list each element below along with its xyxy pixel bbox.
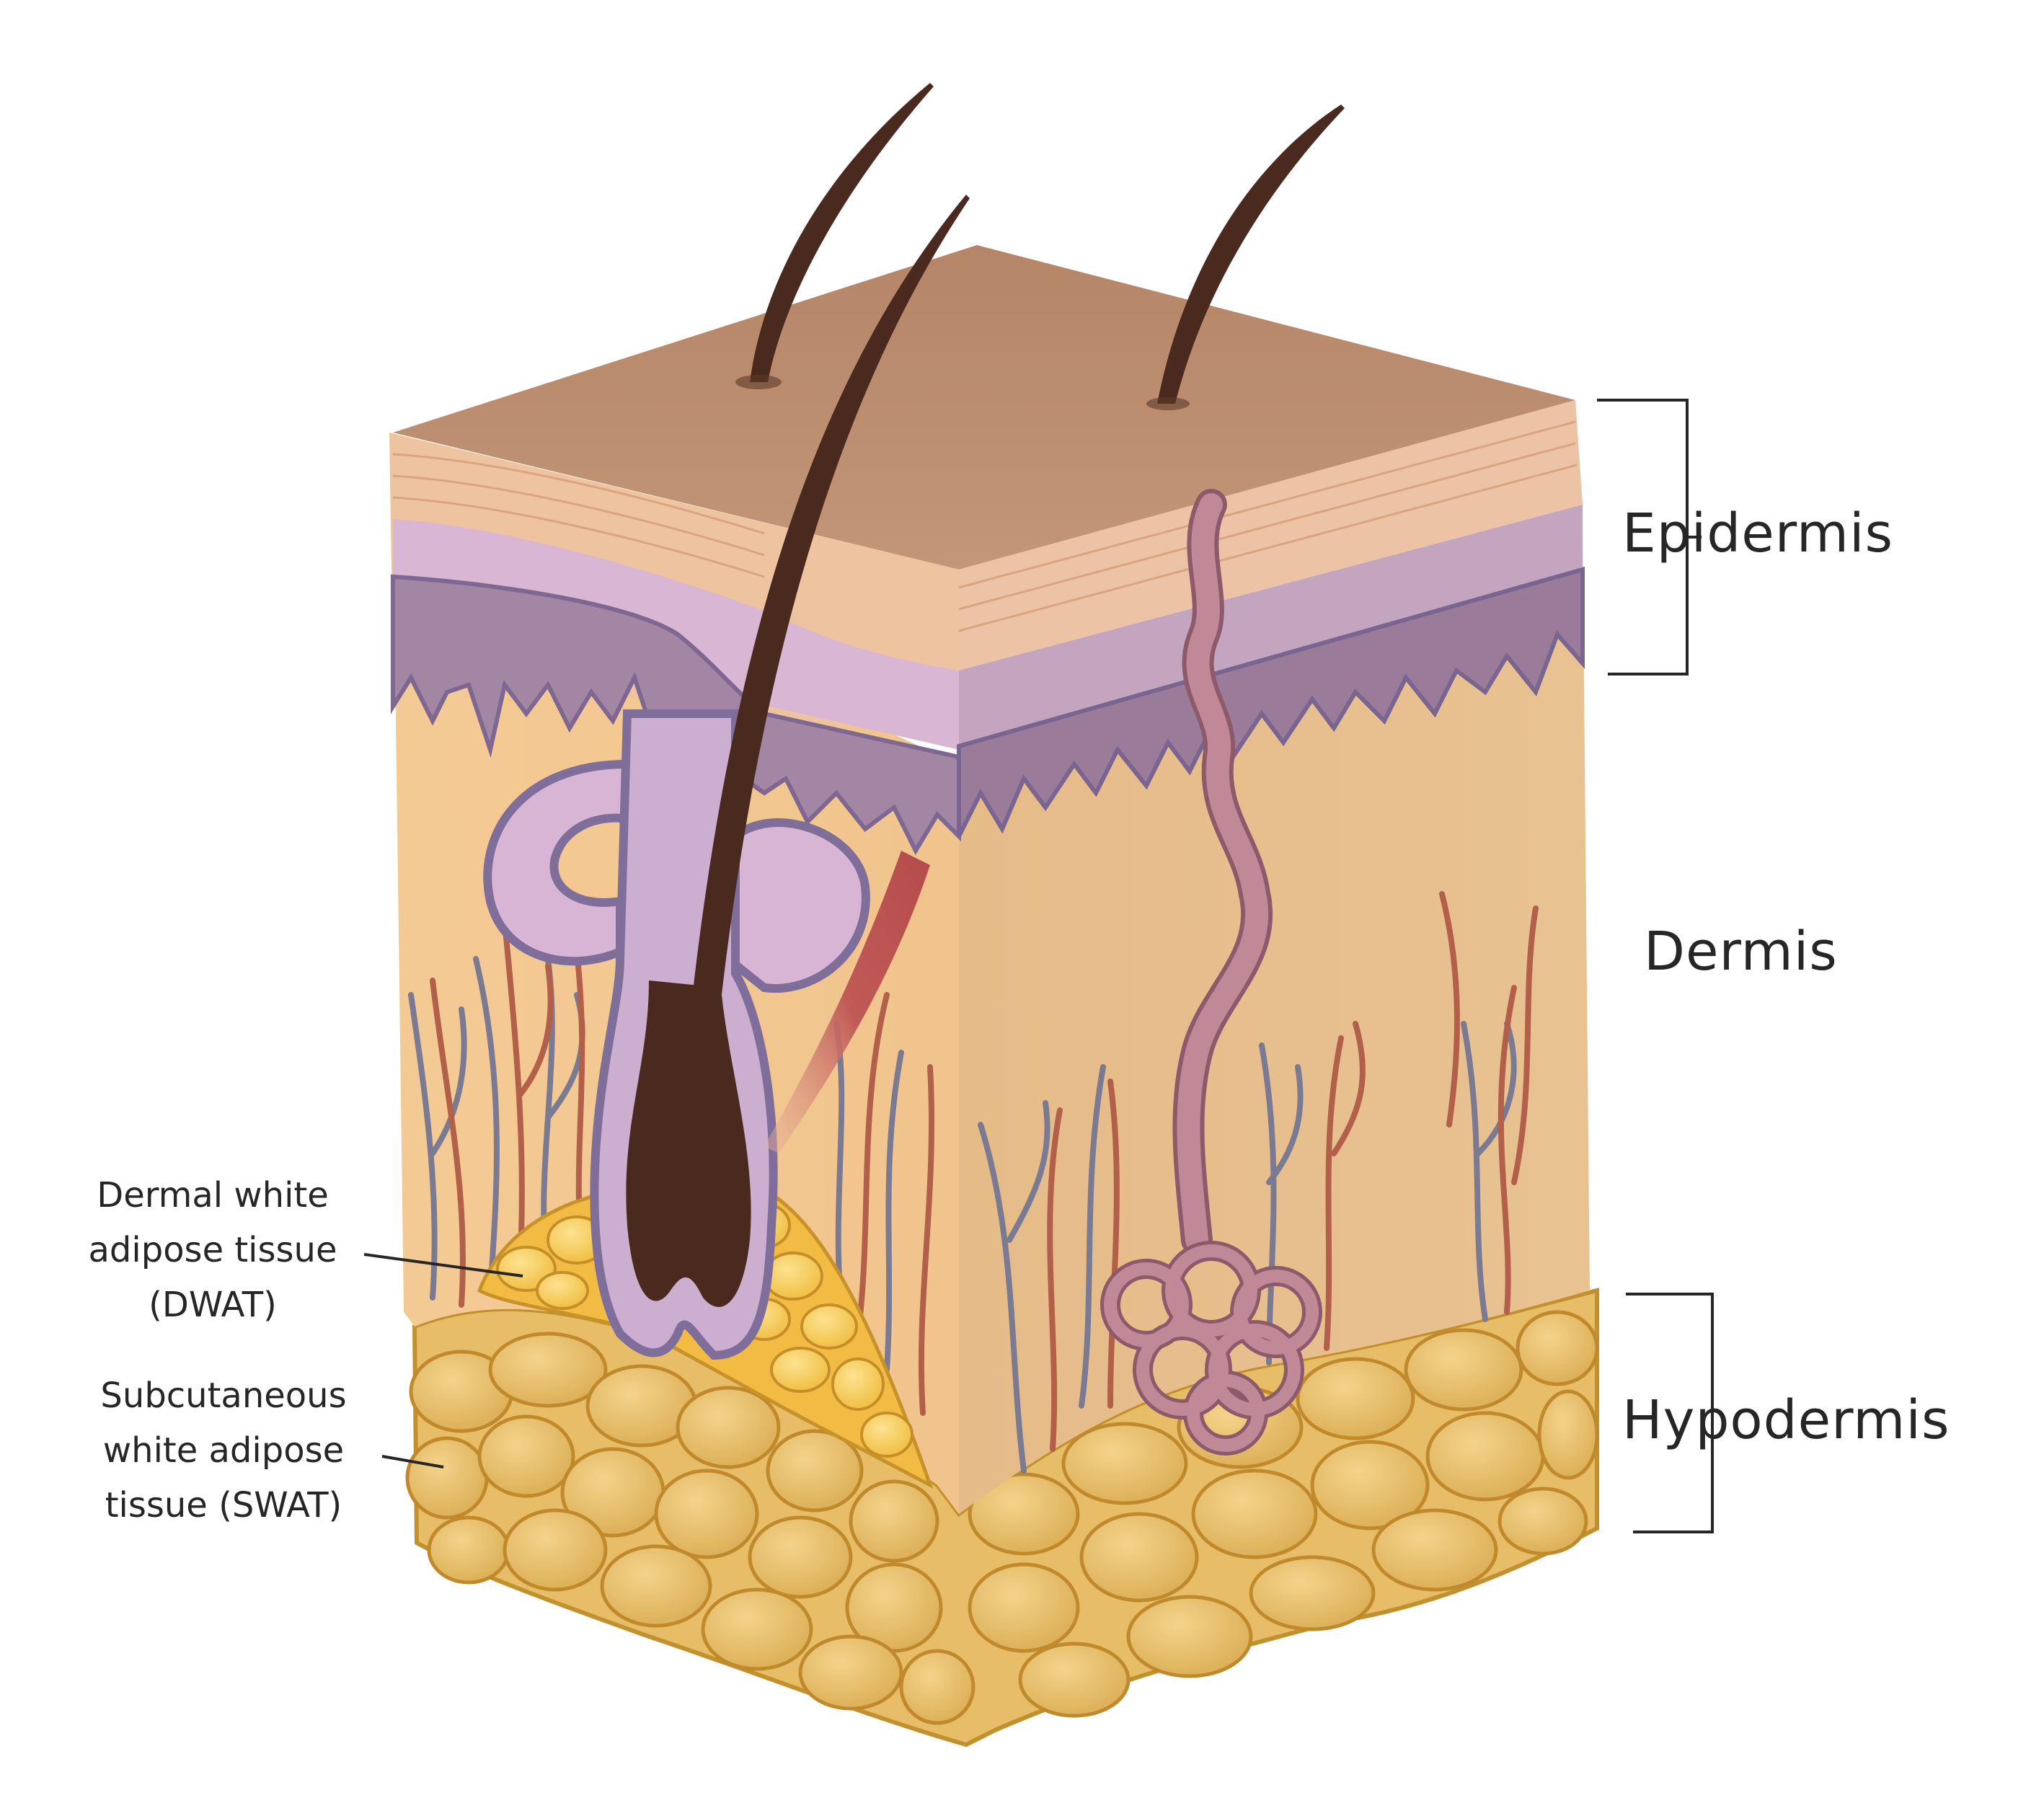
swat-label: Subcutaneous white adipose tissue (SWAT) — [83, 1368, 364, 1533]
swat-leader-line — [381, 1455, 444, 1469]
swat-label-line-3: tissue (SWAT) — [105, 1485, 342, 1525]
dermis-label: Dermis — [1644, 921, 1838, 983]
epidermis-label: Epidermis — [1622, 502, 1894, 564]
arrector-pili-muscle — [764, 851, 930, 1153]
dwat-label: Dermal white adipose tissue (DWAT) — [72, 1168, 353, 1332]
hypodermis-bracket — [1626, 1293, 1714, 1533]
dwat-label-line-3: (DWAT) — [149, 1285, 277, 1325]
epidermis-layers — [389, 245, 1585, 856]
swat-label-line-1: Subcutaneous — [100, 1376, 347, 1416]
hypodermis-fat-layer — [405, 1288, 1599, 1748]
blood-vessels — [408, 891, 1539, 1474]
sweat-gland-icon — [1100, 489, 1322, 1456]
swat-label-line-2: white adipose — [102, 1430, 345, 1471]
dwat-leader-line — [363, 1253, 523, 1277]
hair-strand-icon — [685, 83, 1345, 1067]
hypodermis-label: Hypodermis — [1622, 1389, 1950, 1451]
dwat-label-line-1: Dermal white — [97, 1175, 329, 1215]
epidermis-bracket — [1597, 399, 1702, 676]
dwat-label-line-2: adipose tissue — [88, 1230, 337, 1270]
